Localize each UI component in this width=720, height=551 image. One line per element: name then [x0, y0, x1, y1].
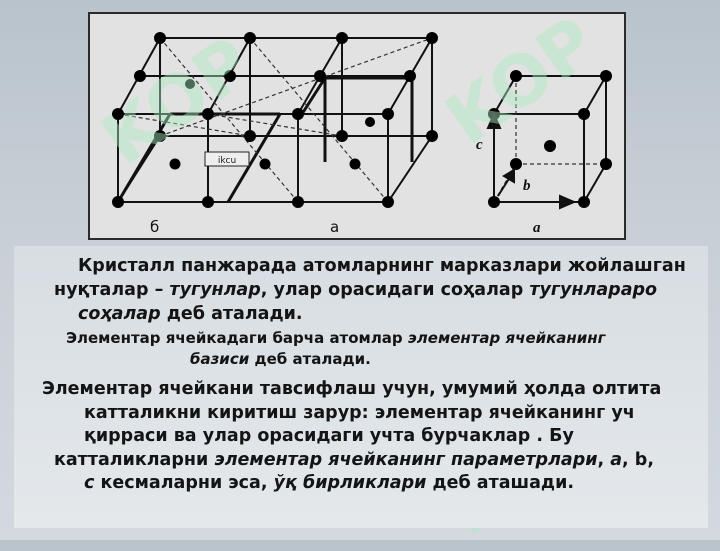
- paragraph-3: Элементар ячейкани тавсифлаш учун, умуми…: [42, 379, 662, 493]
- lattice-drawing: ikcu: [112, 32, 612, 236]
- paragraph-1: Кристалл панжарада атомларнинг марказлар…: [54, 254, 704, 326]
- crystal-lattice-figure: ikcu: [88, 12, 626, 240]
- figure-label-a: а: [330, 218, 339, 236]
- p1-line-3: соҳалар деб аталади.: [78, 304, 303, 324]
- figure-label-b: б: [150, 218, 159, 236]
- p1-line-2: нуқталар – тугунлар, улар орасидаги соҳа…: [54, 280, 658, 300]
- axis-c-label: c: [476, 137, 483, 153]
- paragraph-2: Элементар ячейкадаги барча атомлар элеме…: [66, 329, 606, 368]
- axis-b-label: b: [523, 178, 531, 194]
- axis-a-label: a: [533, 220, 541, 236]
- text-panel: [14, 246, 708, 528]
- p1-line-1: Кристалл панжарада атомларнинг марказлар…: [78, 256, 686, 276]
- small-label-text: ikcu: [218, 156, 236, 166]
- small-label-box: [204, 151, 250, 167]
